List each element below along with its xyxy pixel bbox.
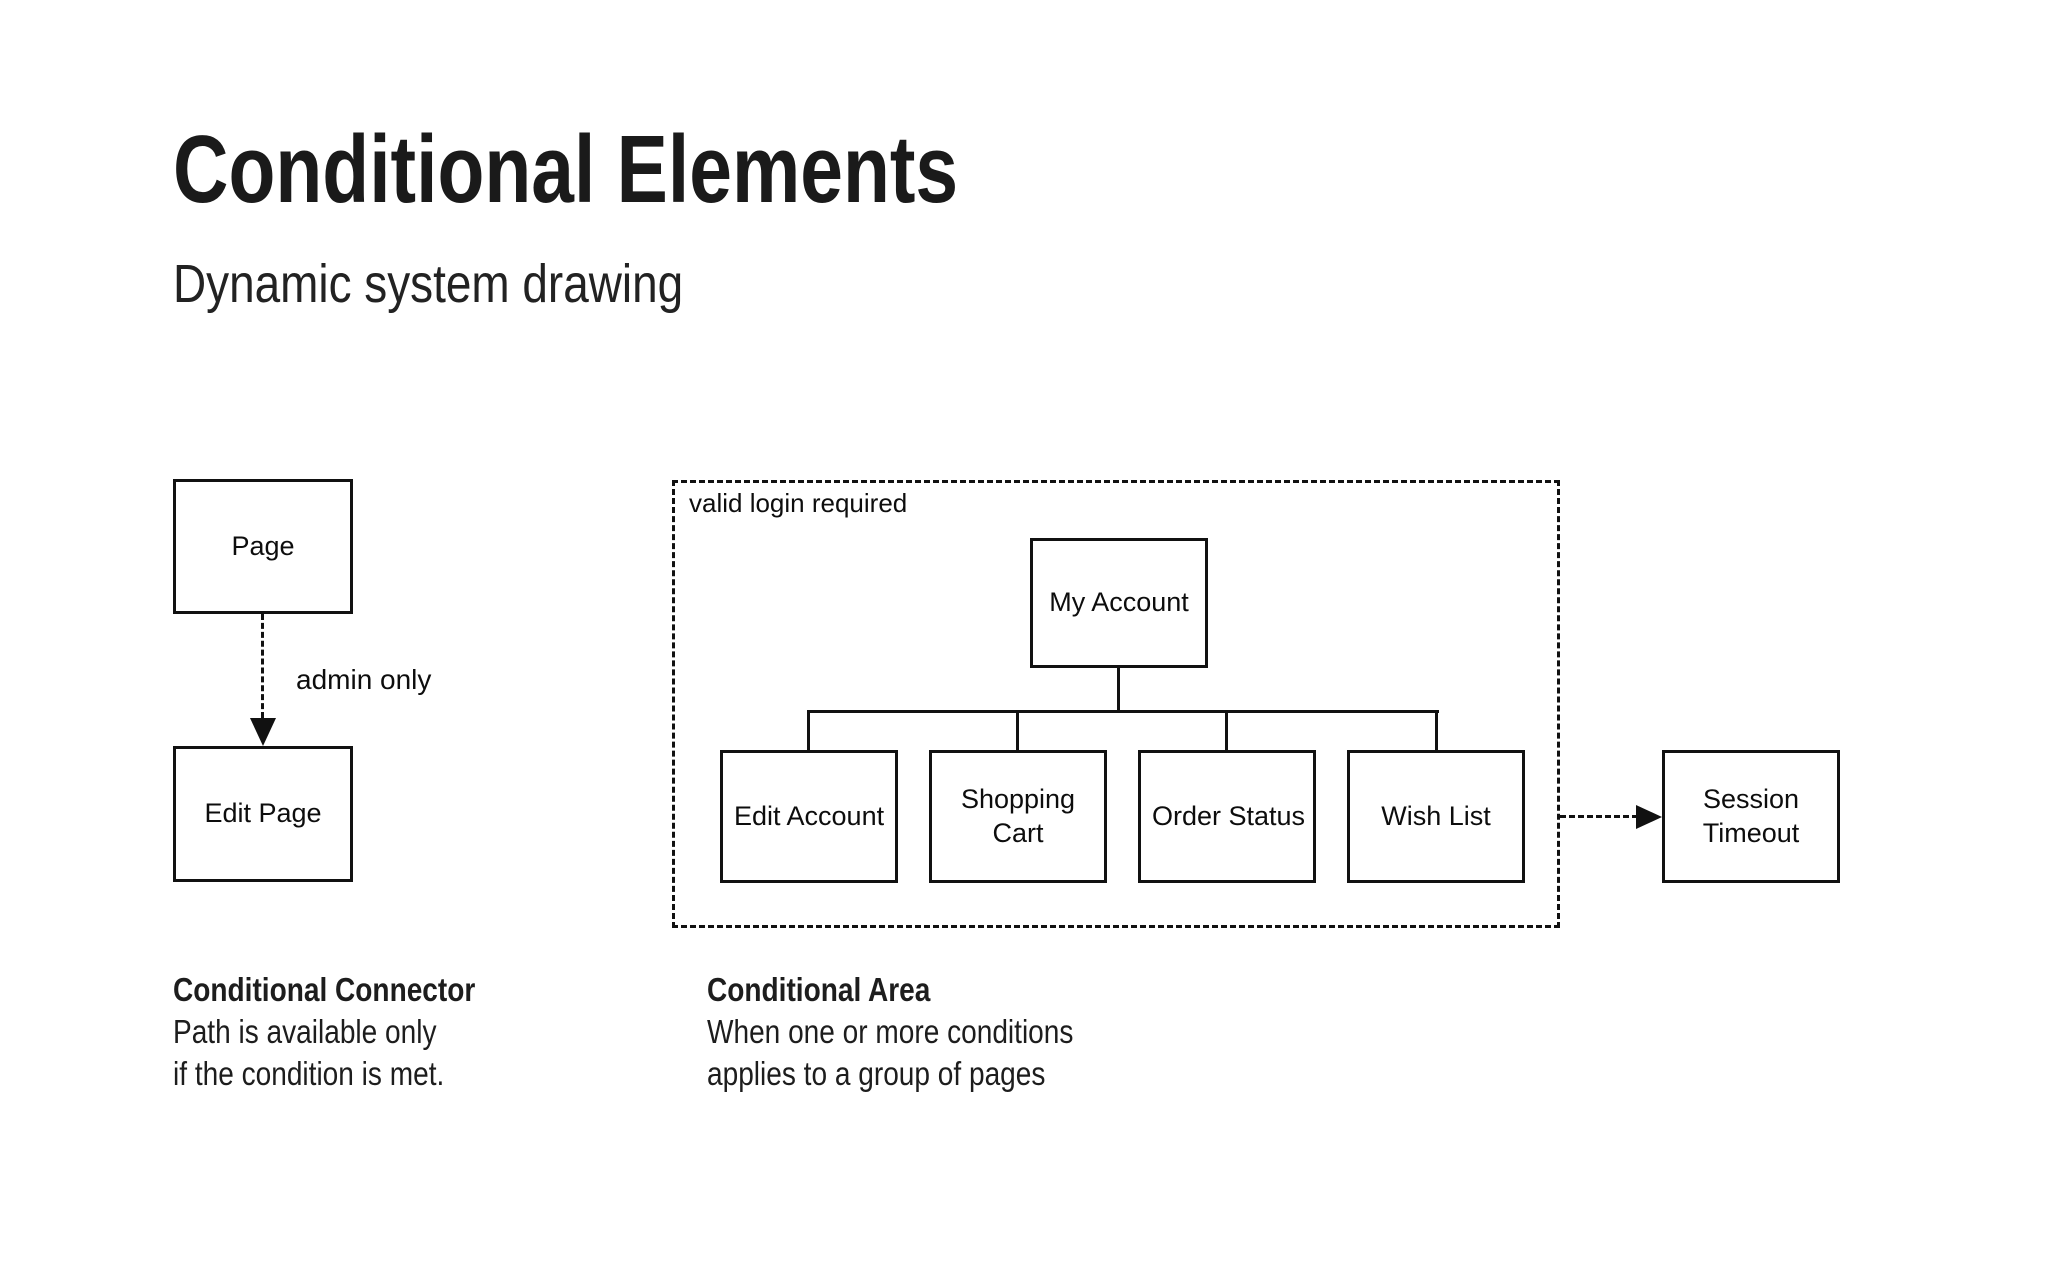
tree-drop-line-3 (1225, 710, 1228, 750)
condition-label: admin only (296, 664, 432, 695)
tree-drop-line-4 (1435, 710, 1438, 750)
node-shopping-cart: Shopping Cart (929, 750, 1107, 883)
session-timeout-connector-line (1560, 815, 1638, 818)
node-order-status: Order Status (1138, 750, 1316, 883)
node-wish-list: Wish List (1347, 750, 1525, 883)
node-session-timeout: Session Timeout (1662, 750, 1840, 883)
conditional-area-label: valid login required (689, 488, 908, 518)
node-session-timeout-label: Session Timeout (1702, 784, 1800, 848)
node-page: Page (173, 479, 353, 614)
node-edit-page: Edit Page (173, 746, 353, 882)
caption-conditional-connector-line-1: Path is available only (173, 1013, 437, 1050)
tree-drop-line-1 (807, 710, 810, 750)
conditional-area-boundary: valid login required (672, 480, 1560, 928)
arrowhead-down-icon (250, 718, 276, 746)
node-edit-account: Edit Account (720, 750, 898, 883)
node-page-label: Page (231, 530, 295, 561)
caption-conditional-connector: Conditional Connector Path is available … (173, 969, 475, 1095)
page-subtitle: Dynamic system drawing (173, 254, 773, 314)
caption-conditional-area-line-1: When one or more conditions (707, 1013, 1074, 1050)
node-edit-account-label: Edit Account (734, 800, 885, 831)
caption-conditional-area: Conditional Area When one or more condit… (707, 969, 1073, 1095)
conditional-connector-line (261, 614, 264, 718)
node-order-status-label: Order Status (1152, 800, 1306, 831)
node-edit-page-label: Edit Page (204, 798, 322, 829)
node-shopping-cart-label: Shopping Cart (960, 784, 1076, 848)
node-my-account: My Account (1030, 538, 1208, 668)
tree-horizontal-line (807, 710, 1439, 713)
tree-stem-line (1117, 668, 1120, 713)
page-title-text: Conditional Elements (173, 116, 959, 223)
tree-drop-line-2 (1016, 710, 1019, 750)
caption-conditional-area-line-2: applies to a group of pages (707, 1055, 1046, 1092)
page-title: Conditional Elements (173, 122, 1154, 218)
node-wish-list-label: Wish List (1381, 800, 1491, 831)
page-subtitle-text: Dynamic system drawing (173, 254, 684, 314)
caption-conditional-area-title: Conditional Area (707, 971, 931, 1008)
node-my-account-label: My Account (1049, 587, 1189, 618)
arrowhead-right-icon (1636, 805, 1662, 829)
caption-conditional-connector-line-2: if the condition is met. (173, 1055, 445, 1092)
caption-conditional-connector-title: Conditional Connector (173, 971, 476, 1008)
